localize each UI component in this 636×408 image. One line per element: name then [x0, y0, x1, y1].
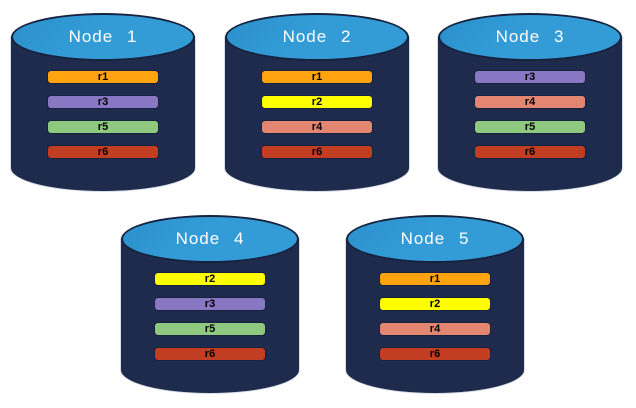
cylinder-top: Node 4: [121, 215, 299, 263]
replica-list: r3 r4 r5 r6: [474, 70, 586, 159]
node-label: Node 4: [175, 229, 245, 248]
node-label: Node 1: [68, 27, 138, 46]
cylinder-body: [225, 37, 409, 191]
db-node-3: Node 3 r3 r4 r5 r6: [438, 13, 622, 191]
db-node-1: Node 1 r1 r3 r5 r6: [11, 13, 195, 191]
node-label: Node 2: [282, 27, 352, 46]
replica-list: r1 r2 r4 r6: [379, 272, 491, 361]
replica-list: r2 r3 r5 r6: [154, 272, 266, 361]
replica-bar: r2: [261, 95, 373, 109]
node-label: Node 5: [400, 229, 470, 248]
replica-bar: r2: [154, 272, 266, 286]
replica-bar: r6: [47, 145, 159, 159]
cylinder-top: Node 3: [438, 13, 622, 61]
cylinder-top: Node 5: [346, 215, 524, 263]
replica-bar: r1: [47, 70, 159, 84]
replica-bar: r5: [47, 120, 159, 134]
db-node-2: Node 2 r1 r2 r4 r6: [225, 13, 409, 191]
replica-bar: r4: [379, 322, 491, 336]
replica-bar: r6: [261, 145, 373, 159]
replica-bar: r3: [474, 70, 586, 84]
replica-bar: r3: [154, 297, 266, 311]
replica-bar: r4: [261, 120, 373, 134]
replica-bar: r3: [47, 95, 159, 109]
replica-bar: r6: [154, 347, 266, 361]
replica-list: r1 r2 r4 r6: [261, 70, 373, 159]
replica-bar: r1: [261, 70, 373, 84]
db-node-4: Node 4 r2 r3 r5 r6: [121, 215, 299, 393]
node-label: Node 3: [495, 27, 565, 46]
cylinder-body: [121, 239, 299, 393]
replica-bar: r1: [379, 272, 491, 286]
replica-bar: r4: [474, 95, 586, 109]
replica-bar: r5: [474, 120, 586, 134]
replica-bar: r6: [474, 145, 586, 159]
cylinder-body: [346, 239, 524, 393]
cylinder-body: [438, 37, 622, 191]
replica-list: r1 r3 r5 r6: [47, 70, 159, 159]
replica-bar: r2: [379, 297, 491, 311]
replica-bar: r5: [154, 322, 266, 336]
replica-bar: r6: [379, 347, 491, 361]
cylinder-top: Node 1: [11, 13, 195, 61]
cylinder-body: [11, 37, 195, 191]
db-node-5: Node 5 r1 r2 r4 r6: [346, 215, 524, 393]
cylinder-top: Node 2: [225, 13, 409, 61]
